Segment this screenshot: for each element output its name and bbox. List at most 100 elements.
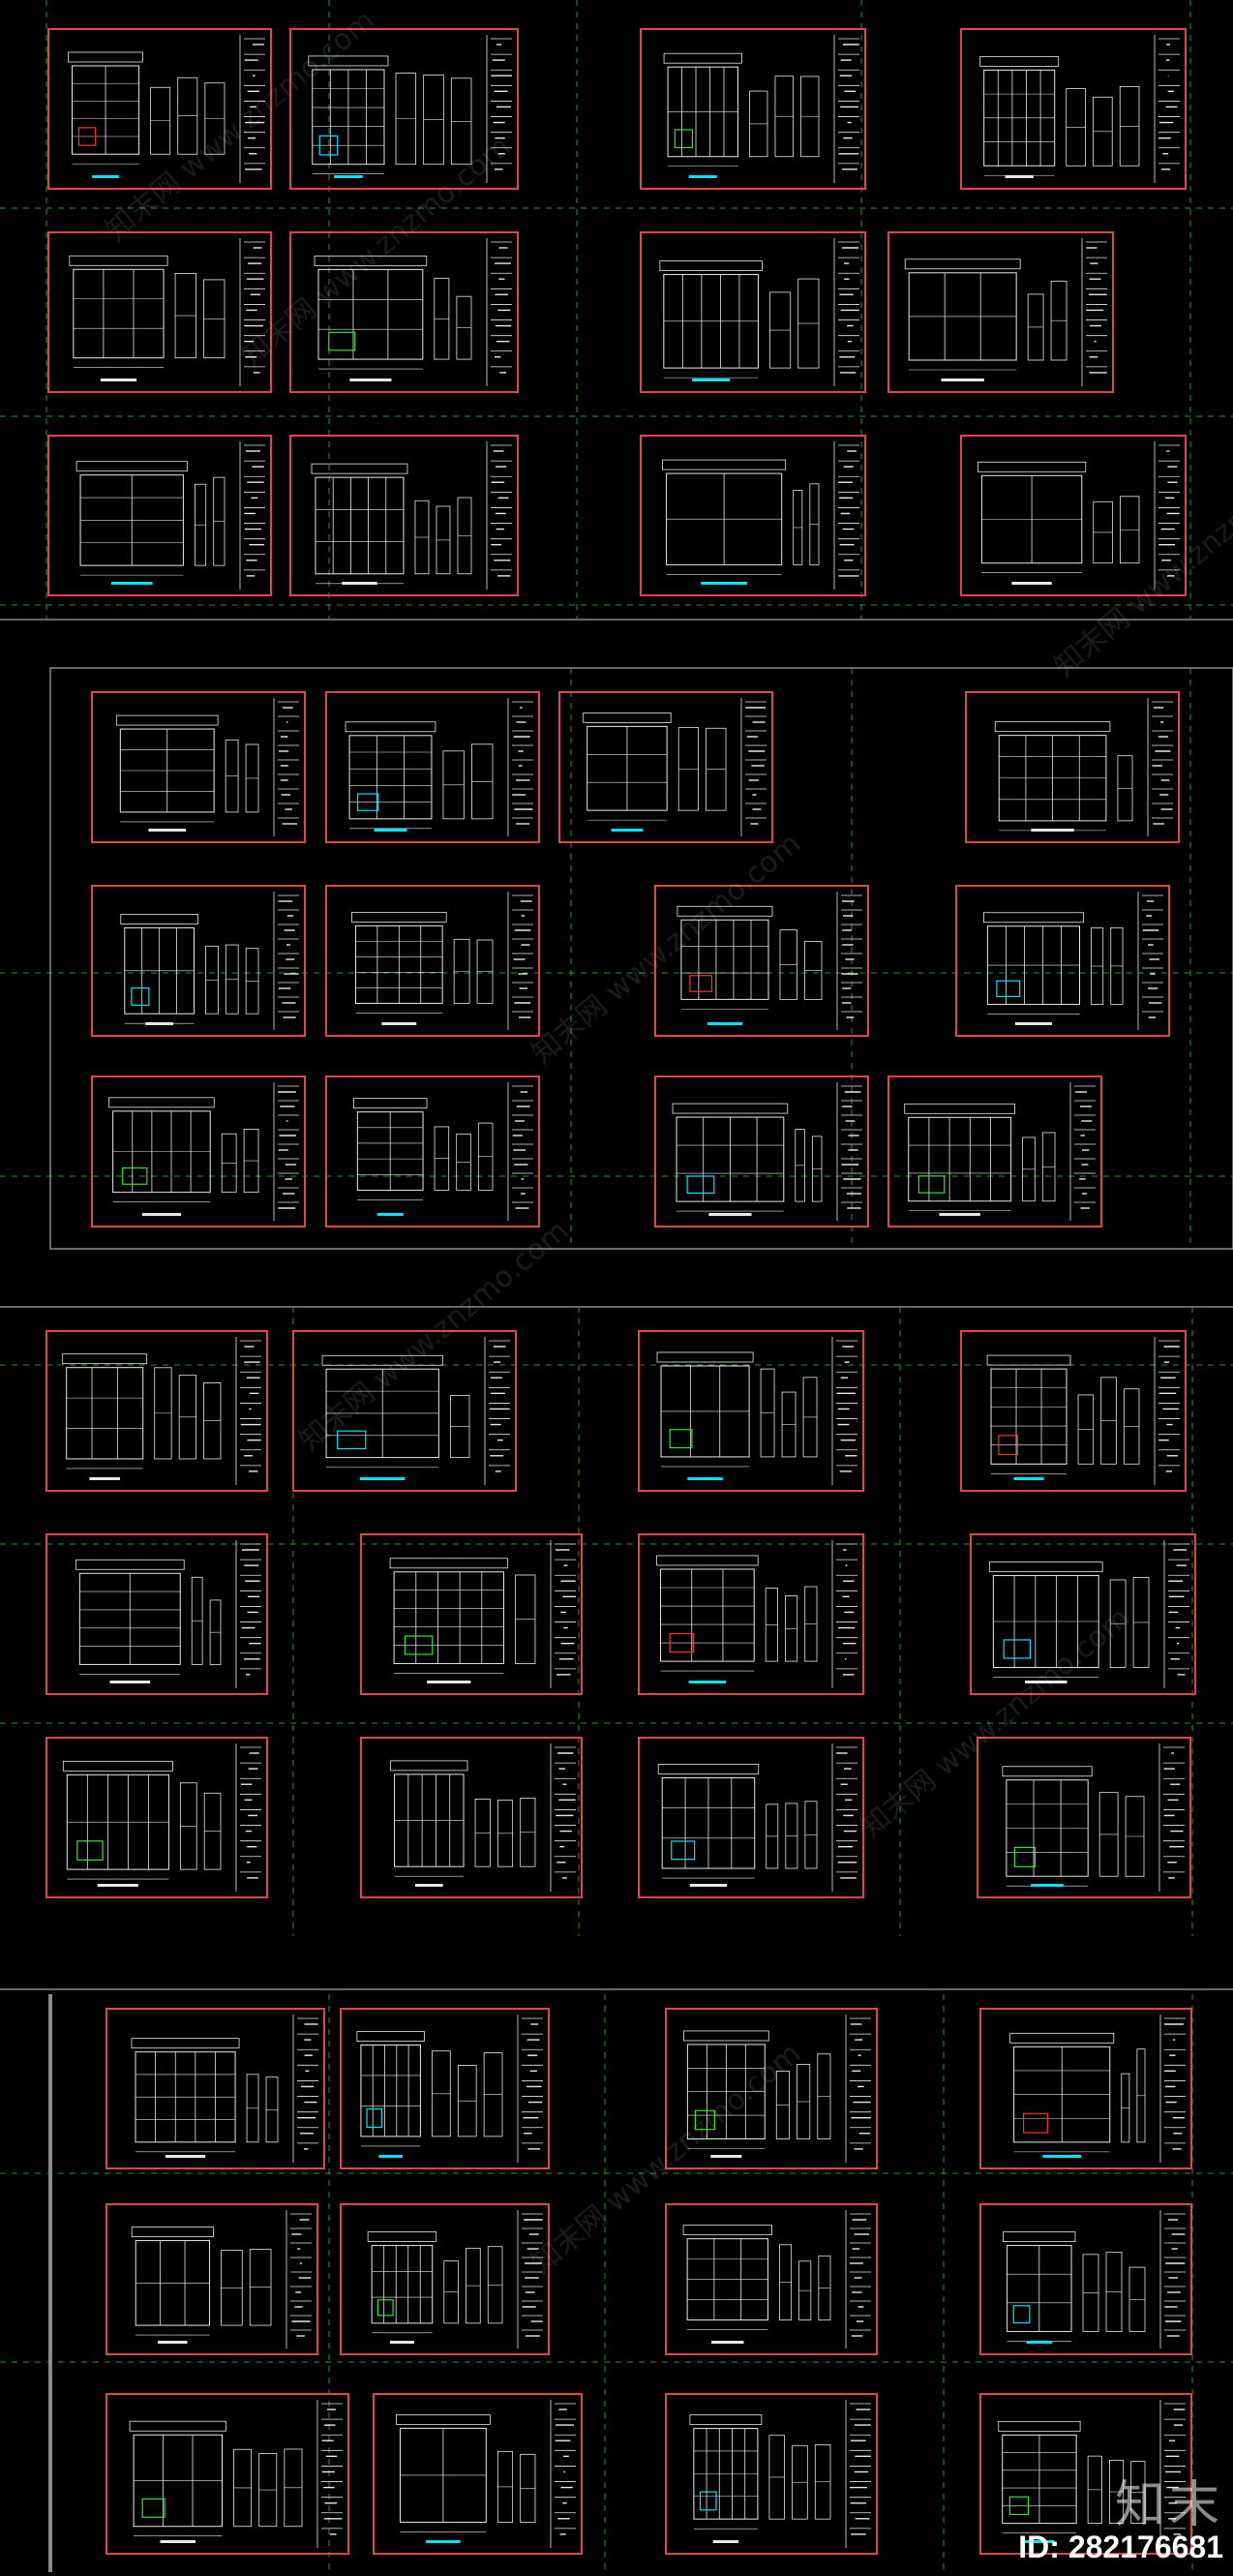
drawing-sheet — [105, 2393, 349, 2555]
accent-detail — [131, 986, 150, 1006]
drawing-sheet — [360, 1737, 583, 1898]
drawing-sheet — [638, 1737, 864, 1898]
drawing-sheet — [887, 231, 1114, 393]
sheet-border — [960, 1330, 1187, 1492]
sheet-title-bar — [374, 829, 407, 832]
accent-detail — [686, 1175, 715, 1194]
sheet-border — [105, 2203, 318, 2355]
drawing-sheet — [970, 1533, 1196, 1695]
cabinet-cornice — [321, 1354, 443, 1366]
sheet-border — [654, 885, 869, 1037]
cabinet-cornice — [345, 721, 436, 733]
drawing-sheet — [289, 28, 519, 190]
cabinet-cornice — [75, 1559, 185, 1570]
drawing-sheet — [325, 1076, 540, 1227]
drawing-sheet — [960, 435, 1187, 596]
drawing-sheet — [960, 1330, 1187, 1492]
drawing-sheet — [654, 885, 869, 1037]
cabinet-elevation — [360, 2045, 421, 2137]
cabinet-cornice — [659, 260, 763, 271]
cabinet-cornice — [979, 56, 1060, 67]
drawing-sheet — [977, 1737, 1191, 1898]
cabinet-cornice — [656, 1351, 754, 1363]
cabinet-cornice — [62, 1760, 173, 1772]
cabinet-elevation — [990, 1368, 1068, 1465]
sheet-title-bar — [1031, 1884, 1064, 1887]
sheet-border — [970, 1533, 1196, 1695]
sheet-title-bar — [100, 379, 137, 381]
cabinet-cornice — [689, 2414, 763, 2425]
sheet-border — [47, 435, 272, 596]
accent-detail — [366, 2107, 383, 2129]
sheet-title-bar — [611, 829, 644, 832]
cabinet-cornice — [904, 258, 1021, 270]
cabinet-cornice — [351, 911, 447, 923]
drawing-sheet — [91, 885, 306, 1037]
cabinet-cornice — [1002, 1766, 1093, 1777]
accent-detail — [141, 2498, 165, 2518]
cabinet-cornice — [131, 2038, 240, 2049]
accent-detail — [689, 975, 713, 992]
accent-detail — [669, 1429, 693, 1449]
sheet-title-bar — [141, 1213, 182, 1216]
accent-detail — [122, 1167, 148, 1185]
cabinet-cornice — [998, 2420, 1081, 2432]
sheet-border — [665, 2203, 878, 2355]
drawing-sheet — [340, 2203, 550, 2355]
cabinet-cornice — [131, 2227, 214, 2237]
drawing-sheet — [45, 1737, 268, 1898]
sheet-title-bar — [692, 379, 731, 381]
sheet-title-bar — [148, 829, 187, 832]
sheet-title-bar — [378, 2155, 403, 2158]
sheet-border — [325, 691, 540, 843]
cabinet-cornice — [672, 1103, 789, 1114]
sheet-title-bar — [688, 175, 717, 178]
cabinet-cornice — [682, 2030, 769, 2042]
section-frame — [49, 667, 1233, 1250]
sheet-title-bar — [710, 2155, 742, 2158]
watermark-logo: 知末 — [1114, 2475, 1223, 2534]
sheet-border — [638, 1533, 864, 1695]
drawing-sheet — [654, 1076, 869, 1227]
sheet-border — [960, 435, 1187, 596]
watermark-repeat: 知末网 www.znzmo.com — [526, 827, 807, 1071]
cabinet-cornice — [62, 1353, 148, 1365]
sheet-title-bar — [109, 1681, 151, 1683]
watermark: 知末 ID: 282176681 — [1018, 2480, 1223, 2564]
sheet-border — [638, 1737, 864, 1898]
cabinet-elevation — [660, 1568, 755, 1662]
sheet-title-bar — [711, 2341, 744, 2344]
sheet-border — [640, 231, 866, 393]
drawing-sheet — [292, 1330, 517, 1492]
cabinet-cornice — [314, 256, 428, 266]
accent-detail — [699, 2491, 717, 2511]
sheet-title-bar — [376, 1213, 404, 1216]
sheet-border — [45, 1330, 268, 1492]
drawing-sheet — [638, 1533, 864, 1695]
drawing-sheet — [979, 2393, 1192, 2555]
accent-detail — [318, 135, 339, 156]
cabinet-cornice — [68, 51, 143, 63]
drawing-sheet — [289, 435, 519, 596]
sheet-border — [360, 1533, 583, 1695]
cabinet-cornice — [308, 55, 389, 67]
sheet-border — [325, 885, 540, 1037]
cabinet-cornice — [356, 2031, 425, 2042]
sheet-title-bar — [1042, 2155, 1082, 2158]
cabinet-cornice — [988, 1561, 1103, 1572]
drawing-sheet — [665, 2203, 878, 2355]
watermark-id: ID: 282176681 — [1018, 2529, 1223, 2564]
drawing-sheet — [955, 885, 1170, 1037]
accent-detail — [1022, 2112, 1048, 2134]
cabinet-elevation — [348, 735, 433, 820]
sheet-title-bar — [1011, 582, 1052, 585]
drawing-sheet — [45, 1533, 268, 1695]
cabinet-cornice — [367, 2231, 437, 2242]
watermark-repeat: 知末网 www.znzmo.com — [235, 130, 517, 374]
drawing-sheet — [325, 885, 540, 1037]
sheet-title-bar — [92, 175, 119, 178]
drawing-sheet — [47, 28, 272, 190]
sheet-border — [289, 231, 519, 393]
drawing-sheet — [340, 2008, 550, 2169]
